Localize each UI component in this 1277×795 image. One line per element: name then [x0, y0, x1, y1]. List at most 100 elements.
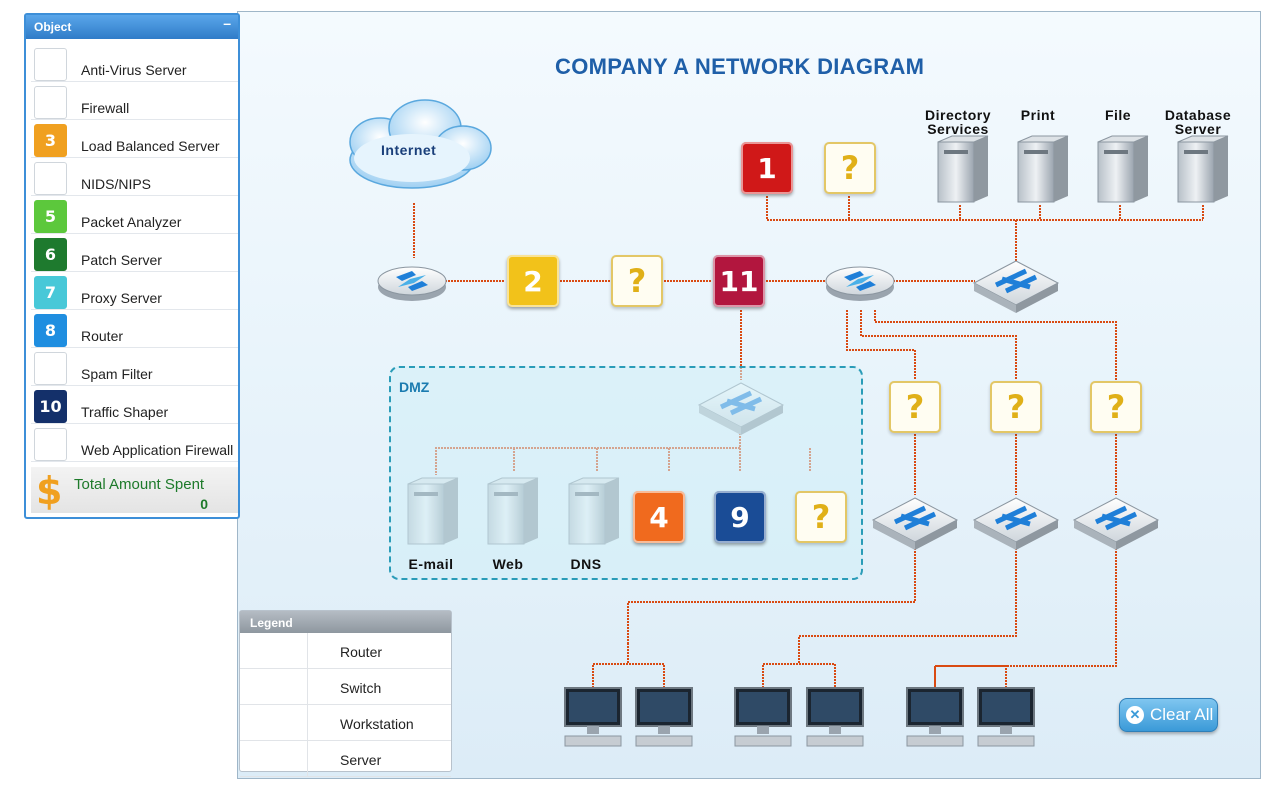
- close-icon: ✕: [1126, 706, 1144, 724]
- object-chip[interactable]: 7: [34, 276, 67, 309]
- object-item[interactable]: 10 Traffic Shaper: [31, 386, 238, 424]
- workstation-icon: [977, 687, 1035, 747]
- diagram-title: COMPANY A NETWORK DIAGRAM: [555, 54, 925, 79]
- router-icon: [244, 633, 308, 669]
- total-amount-label: Total Amount Spent: [74, 476, 205, 493]
- legend-row: Switch: [240, 669, 451, 705]
- empty-slot-main-line[interactable]: ?: [611, 255, 663, 307]
- workstation-icon: [244, 705, 308, 741]
- database-server-label: Database Server: [1164, 107, 1232, 137]
- object-chip[interactable]: 5: [34, 200, 67, 233]
- clear-all-button[interactable]: ✕ Clear All: [1119, 698, 1218, 732]
- empty-slot-branch-2[interactable]: ?: [990, 381, 1042, 433]
- object-item-label: Router: [81, 328, 124, 344]
- object-item-label: Patch Server: [81, 252, 162, 268]
- object-panel-title: Object: [34, 20, 72, 34]
- placed-tile-9[interactable]: 9: [714, 491, 766, 543]
- dns-server-label: DNS: [570, 556, 602, 572]
- object-item[interactable]: 6 Patch Server: [31, 234, 238, 272]
- object-chip[interactable]: 3: [34, 124, 67, 157]
- server-icon: [244, 741, 308, 777]
- object-item[interactable]: Anti-Virus Server: [31, 44, 238, 82]
- directory-services-label: Directory Services: [925, 107, 991, 137]
- object-item[interactable]: 5 Packet Analyzer: [31, 196, 238, 234]
- workstation-icon: [635, 687, 693, 747]
- switch-icon: [871, 497, 959, 550]
- object-item-label: Anti-Virus Server: [81, 62, 187, 78]
- dmz-label: DMZ: [399, 379, 430, 395]
- placed-tile-11[interactable]: 11: [713, 255, 765, 307]
- switch-icon: [244, 669, 308, 705]
- server-icon: [937, 135, 989, 203]
- object-chip[interactable]: [34, 428, 67, 461]
- placed-tile-1[interactable]: 1: [741, 142, 793, 194]
- placed-tile-2[interactable]: 2: [507, 255, 559, 307]
- empty-slot-branch-1[interactable]: ?: [889, 381, 941, 433]
- internet-label: Internet: [381, 142, 437, 158]
- dollar-icon: $: [36, 469, 63, 513]
- object-item[interactable]: 3 Load Balanced Server: [31, 120, 238, 158]
- placed-tile-4[interactable]: 4: [633, 491, 685, 543]
- object-chip[interactable]: [34, 352, 67, 385]
- object-item[interactable]: Firewall: [31, 82, 238, 120]
- router-icon: [377, 266, 447, 301]
- object-panel-header: Object –: [26, 15, 238, 39]
- object-item[interactable]: 7 Proxy Server: [31, 272, 238, 310]
- legend-label: Router: [340, 644, 383, 660]
- workstation-icon: [734, 687, 792, 747]
- web-server-label: Web: [492, 556, 524, 572]
- object-chip[interactable]: 10: [34, 390, 67, 423]
- object-item[interactable]: NIDS/NIPS: [31, 158, 238, 196]
- object-chip[interactable]: 8: [34, 314, 67, 347]
- switch-icon: [972, 497, 1060, 550]
- router-icon: [825, 266, 895, 301]
- empty-slot-branch-3[interactable]: ?: [1090, 381, 1142, 433]
- workstation-icon: [564, 687, 622, 747]
- legend-row: Server: [240, 741, 451, 777]
- object-item-label: Traffic Shaper: [81, 404, 169, 420]
- object-item-label: Packet Analyzer: [81, 214, 182, 230]
- object-item[interactable]: 8 Router: [31, 310, 238, 348]
- print-label: Print: [1020, 107, 1056, 123]
- workstation-icon: [906, 687, 964, 747]
- object-item-label: Spam Filter: [81, 366, 153, 382]
- object-item-label: Web Application Firewall: [81, 442, 234, 458]
- empty-slot-dmz[interactable]: ?: [795, 491, 847, 543]
- dmz-zone: [389, 366, 863, 580]
- empty-slot-top[interactable]: ?: [824, 142, 876, 194]
- legend-title: Legend: [240, 611, 451, 633]
- server-icon: [1017, 135, 1069, 203]
- object-item-label: Load Balanced Server: [81, 138, 220, 154]
- object-chip[interactable]: [34, 48, 67, 81]
- clear-all-label: Clear All: [1150, 705, 1214, 724]
- server-icon: [1097, 135, 1149, 203]
- total-amount-value: 0: [200, 496, 208, 512]
- legend-row: Router: [240, 633, 451, 669]
- object-item-label: Proxy Server: [81, 290, 162, 306]
- object-item-label: Firewall: [81, 100, 130, 116]
- legend-label: Switch: [340, 680, 382, 696]
- object-item-label: NIDS/NIPS: [81, 176, 152, 192]
- object-item[interactable]: Web Application Firewall: [31, 424, 238, 462]
- internet-cloud-icon: [349, 99, 492, 189]
- object-chip[interactable]: [34, 86, 67, 119]
- legend-row: Workstation: [240, 705, 451, 741]
- switch-icon: [1072, 497, 1160, 550]
- object-chip[interactable]: [34, 162, 67, 195]
- email-server-label: E-mail: [408, 556, 454, 572]
- server-icon: [1177, 135, 1229, 203]
- file-label: File: [1104, 107, 1132, 123]
- object-chip[interactable]: 6: [34, 238, 67, 271]
- switch-icon: [972, 260, 1060, 313]
- minimize-button[interactable]: –: [223, 15, 231, 31]
- total-amount-panel: $ Total Amount Spent 0: [31, 467, 238, 513]
- workstation-icon: [806, 687, 864, 747]
- legend-label: Server: [340, 752, 382, 768]
- object-item[interactable]: Spam Filter: [31, 348, 238, 386]
- legend-label: Workstation: [340, 716, 414, 732]
